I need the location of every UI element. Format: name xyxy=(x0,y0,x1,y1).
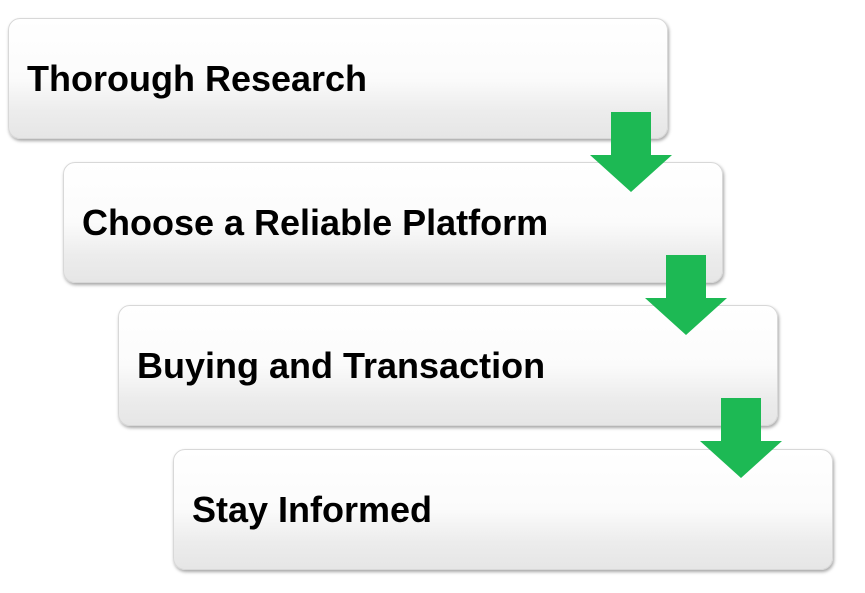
step-3-box: Buying and Transaction xyxy=(118,305,778,426)
arrow-down-icon xyxy=(700,398,782,478)
step-2-box: Choose a Reliable Platform xyxy=(63,162,723,283)
arrow-down-icon xyxy=(645,255,727,335)
step-1-label: Thorough Research xyxy=(27,57,368,99)
step-4-label: Stay Informed xyxy=(192,488,433,530)
arrow-down-icon xyxy=(590,112,672,192)
step-2-label: Choose a Reliable Platform xyxy=(82,201,549,243)
step-1-box: Thorough Research xyxy=(8,18,668,139)
step-3-label: Buying and Transaction xyxy=(137,344,546,386)
step-4-box: Stay Informed xyxy=(173,449,833,570)
